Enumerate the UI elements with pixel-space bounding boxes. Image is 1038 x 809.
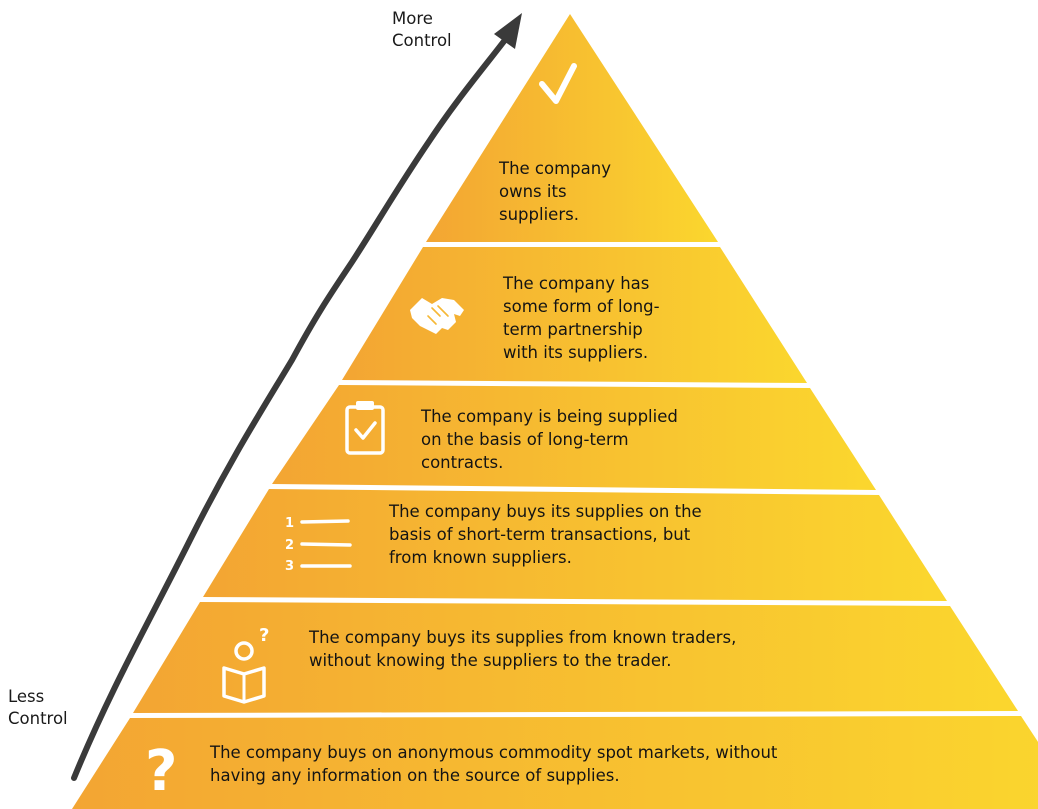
more-control-line1: More [392,9,433,28]
tier-5-text: The company buys its supplies from known… [309,626,736,672]
control-arrow [71,13,522,781]
clipboard-check-icon [345,401,385,455]
tier-2-line-2: some form of long- [503,297,660,316]
tier-1-line-1: The company [499,159,611,178]
less-control-line2: Control [8,709,68,728]
tier-4-text: The company buys its supplies on the bas… [389,500,702,569]
tier-3-line-3: contracts. [421,453,504,472]
list-number-2: 2 [285,538,294,553]
tier-4-line-3: from known suppliers. [389,548,572,567]
tier-3-line-2: on the basis of long-term [421,430,629,449]
list-number-1: 1 [285,516,294,531]
more-control-line2: Control [392,31,452,50]
tier-5-line-2: without knowing the suppliers to the tra… [309,651,672,670]
control-arrow-line [71,25,517,781]
tier-5-line-1: The company buys its supplies from known… [309,628,737,647]
control-arrowhead [494,13,522,49]
tier-2-line-1: The company has [503,274,650,293]
tier-4-line-1: The company buys its supplies on the [389,502,702,521]
tier-4-shape [203,489,947,601]
question-mark-glyph: ? [145,739,177,804]
less-control-line1: Less [8,687,45,706]
tier-6-line-1: The company buys on anonymous commodity … [210,743,778,762]
reader-question-mark: ? [259,625,269,646]
tier-1-shape [426,14,718,242]
tier-2-line-4: with its suppliers. [503,343,649,362]
tier-3-shape [272,385,876,490]
handshake-icon [410,298,464,334]
numbered-list-icon: 1 2 3 [285,516,352,574]
tier-2-line-3: term partnership [503,320,643,339]
list-number-3: 3 [285,559,294,574]
more-control-label: More Control [392,8,452,52]
tier-1-text: The company owns its suppliers. [499,157,611,226]
tier-1-line-3: suppliers. [499,205,579,224]
reader-question-icon: ? [222,625,269,704]
tier-6-text: The company buys on anonymous commodity … [210,741,777,787]
tier-3-line-1: The company is being supplied [421,407,678,426]
tier-4-line-2: basis of short-term transactions, but [389,525,691,544]
tier-6-line-2: having any information on the source of … [210,766,620,785]
checkmark-icon [539,63,577,104]
question-mark-icon: ? [145,739,177,804]
pyramid [72,14,1038,809]
tier-6-shape [72,716,1038,809]
tier-2-shape [342,247,807,383]
tier-3-text: The company is being supplied on the bas… [421,405,678,474]
less-control-label: Less Control [8,686,68,730]
tier-5-shape [133,602,1018,713]
tier-1-line-2: owns its [499,182,567,201]
tier-2-text: The company has some form of long- term … [503,272,660,364]
